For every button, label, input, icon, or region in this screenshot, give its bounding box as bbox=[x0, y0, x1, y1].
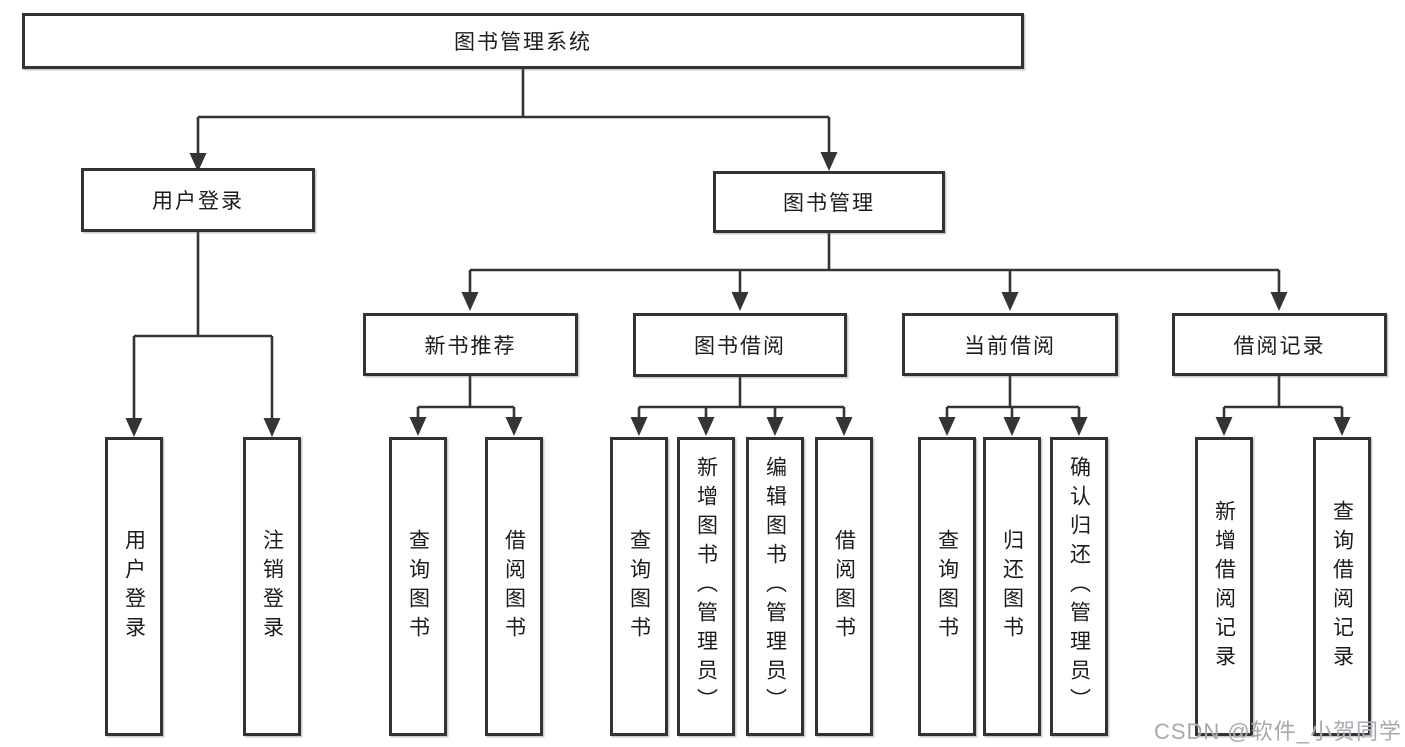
connector-user-login bbox=[125, 232, 281, 437]
leaf-label: 查询图书 bbox=[935, 528, 959, 645]
leaf-add-book-admin: 新增图书（管理员） bbox=[677, 437, 735, 736]
node-label: 图书借阅 bbox=[694, 335, 786, 358]
leaf-label: 查询借阅记录 bbox=[1330, 499, 1354, 674]
leaf-label: 借阅图书 bbox=[502, 528, 526, 645]
leaf-label: 确认归还（管理员） bbox=[1067, 456, 1091, 717]
leaf-label: 借阅图书 bbox=[832, 528, 856, 645]
leaf-query-borrow-record: 查询借阅记录 bbox=[1313, 437, 1371, 736]
leaf-label: 注销登录 bbox=[260, 528, 284, 645]
leaf-borrow-books-recommend: 借阅图书 bbox=[485, 437, 543, 736]
leaf-label: 新增图书（管理员） bbox=[694, 456, 718, 717]
node-book-borrow: 图书借阅 bbox=[633, 313, 847, 377]
connector-book-management bbox=[461, 233, 1288, 311]
leaf-query-books-recommend: 查询图书 bbox=[389, 437, 447, 736]
connector-current-borrow bbox=[938, 376, 1088, 436]
leaf-label: 查询图书 bbox=[627, 528, 651, 645]
node-label: 图书管理 bbox=[783, 192, 875, 215]
leaf-confirm-return-admin: 确认归还（管理员） bbox=[1050, 437, 1108, 736]
node-label: 用户登录 bbox=[152, 190, 244, 213]
leaf-label: 查询图书 bbox=[406, 528, 430, 645]
node-new-book-recommend: 新书推荐 bbox=[363, 313, 578, 376]
leaf-user-login: 用户登录 bbox=[105, 437, 163, 736]
leaf-edit-book-admin: 编辑图书（管理员） bbox=[746, 437, 804, 736]
node-label: 当前借阅 bbox=[964, 334, 1056, 358]
leaf-query-books-borrow: 查询图书 bbox=[610, 437, 668, 736]
leaf-logout: 注销登录 bbox=[243, 437, 301, 736]
leaf-add-borrow-record: 新增借阅记录 bbox=[1195, 437, 1253, 736]
leaf-label: 用户登录 bbox=[122, 528, 146, 645]
node-label: 新书推荐 bbox=[424, 334, 517, 358]
connector-book-borrow bbox=[630, 377, 853, 436]
node-current-borrow: 当前借阅 bbox=[902, 313, 1118, 376]
connector-new-book-recommend bbox=[409, 376, 523, 436]
leaf-borrow-books: 借阅图书 bbox=[815, 437, 873, 736]
node-root-library-system: 图书管理系统 bbox=[22, 13, 1024, 69]
node-borrow-records: 借阅记录 bbox=[1172, 313, 1387, 376]
leaf-label: 新增借阅记录 bbox=[1212, 499, 1236, 674]
node-label: 借阅记录 bbox=[1233, 334, 1326, 358]
leaf-return-book: 归还图书 bbox=[983, 437, 1041, 736]
leaf-label: 归还图书 bbox=[1000, 528, 1024, 645]
node-book-management: 图书管理 bbox=[713, 171, 945, 233]
leaf-query-books-current: 查询图书 bbox=[918, 437, 976, 736]
csdn-watermark: CSDN @软件_小贺同学 bbox=[1153, 719, 1402, 744]
connector-borrow-records bbox=[1215, 376, 1351, 436]
node-user-login: 用户登录 bbox=[81, 168, 315, 232]
node-label: 图书管理系统 bbox=[454, 31, 592, 54]
connector-root bbox=[189, 69, 838, 172]
leaf-label: 编辑图书（管理员） bbox=[763, 456, 787, 717]
